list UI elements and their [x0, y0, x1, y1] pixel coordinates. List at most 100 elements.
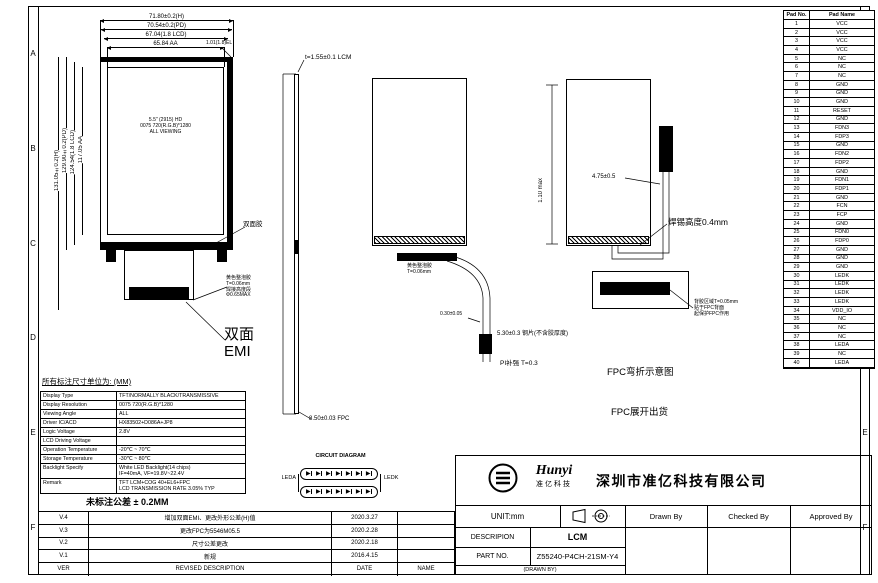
diode-icon: ▶ — [345, 471, 351, 478]
pin-row: 28 GND — [784, 254, 874, 264]
description-label: DESCRIPION — [470, 533, 515, 541]
max-thickness-label: 1.10 max — [538, 178, 544, 203]
adhesive-notes: 背胶区域T=0.05mm 贴于FPC背面 起保护FPC作用 — [694, 299, 774, 317]
revision-row: V.3 更改FPC为5546M05.5 2020.2.28 — [39, 524, 454, 538]
dim-ext-line — [107, 47, 108, 67]
pin-number: 4 — [784, 46, 810, 54]
pin-row: 17 FDP2 — [784, 159, 874, 168]
pin-number: 37 — [784, 332, 810, 341]
front-view-bottom-strip — [100, 242, 233, 250]
foam-note-line: 焊接高度段 — [226, 286, 252, 293]
pin-row: 8 GND — [784, 80, 874, 90]
spec-row: Operation Temperature -20℃ ~ 70℃ — [41, 446, 245, 455]
adhesive-note-line: 贴于FPC背面 — [694, 304, 725, 311]
title-block-line — [707, 505, 708, 575]
center-foam-bar — [397, 253, 457, 261]
pin-name: NC — [838, 64, 846, 71]
unit-cell: UNIT:mm — [490, 511, 525, 521]
pin-number: 18 — [784, 167, 810, 176]
zone-letter: A — [30, 48, 36, 58]
diode-icon: ▶ — [315, 471, 321, 478]
center-foam-note-line: T=0.06mm — [407, 268, 432, 275]
pin-number: 17 — [784, 159, 810, 167]
tape-label: 双面胶 — [243, 221, 263, 228]
pin-number: 40 — [784, 358, 810, 367]
title-block-line — [455, 547, 625, 548]
pin-number: 35 — [784, 315, 810, 324]
front-view-el-bar — [227, 62, 233, 243]
pin-number: 19 — [784, 176, 810, 185]
pin-name: LEDK — [834, 290, 850, 297]
spec-label: LCD Driving Voltage — [41, 437, 117, 445]
revision-description: 更改FPC为5546M05.5 — [89, 524, 332, 537]
pin-row: 39 NC — [784, 350, 874, 359]
zone-letter: C — [30, 238, 36, 248]
title-block-line — [455, 565, 625, 566]
pin-name: VCC — [836, 38, 848, 45]
revision-version: V.4 — [39, 512, 89, 524]
spec-row: Display Type TFT/NORMALLY BLACK/TRANSMIS… — [41, 392, 245, 401]
pin-row: 24 GND — [784, 219, 874, 229]
pin-number: 16 — [784, 150, 810, 158]
pin-number: 26 — [784, 237, 810, 245]
revision-description: REVISED DESCRIPTION — [89, 563, 332, 576]
spec-label: Backlight Specify — [41, 464, 117, 478]
pin-row: 30 LEDK — [784, 271, 874, 281]
company-logo-text: Hunyi — [535, 463, 573, 478]
pin-row: 22 FCN — [784, 202, 874, 212]
pin-number: 2 — [784, 28, 810, 37]
pin-name: GND — [836, 220, 848, 227]
pin-number: 32 — [784, 289, 810, 297]
pin-row: 36 NC — [784, 324, 874, 333]
caption-fpc-bend: FPC弯折示意图 — [607, 367, 674, 378]
company-logo-subtext: 准亿科技 — [536, 481, 572, 488]
led-string-row1: ▶▶▶▶▶▶▶ — [300, 468, 378, 480]
pin-name: FDN3 — [834, 125, 850, 132]
pin-number: 11 — [784, 106, 810, 115]
title-block-line — [560, 505, 561, 527]
side-view-solder — [294, 240, 299, 254]
revision-version: V.1 — [39, 550, 89, 562]
thickness-label: t=1.55±0.1 LCM — [305, 54, 352, 61]
pin-number: 21 — [784, 193, 810, 202]
spec-row: Display Resolution 0075 720(R.G.B)*1280 — [41, 401, 245, 410]
pin-row: 9 GND — [784, 89, 874, 99]
checked-by-signature — [707, 527, 790, 575]
pin-row: 25 FDN0 — [784, 228, 874, 238]
revision-date: 2020.3.27 — [332, 512, 398, 524]
active-area-outline — [107, 67, 224, 235]
diode-icon: ▶ — [325, 471, 331, 478]
pin-col-name: Pad Name — [828, 12, 856, 18]
pin-name: FDN2 — [834, 151, 850, 158]
diode-icon: ▶ — [345, 489, 351, 496]
pin-name: NC — [838, 72, 846, 79]
pin-number: 3 — [784, 37, 810, 46]
revision-description: 增加双面EMI、更改外形公差(H)值 — [89, 512, 332, 524]
pin-row: 2 VCC — [784, 28, 874, 38]
spec-value: ALL — [119, 411, 129, 417]
zone-letter: E — [862, 428, 868, 438]
pin-row: 23 FCP — [784, 211, 874, 220]
title-block-line — [455, 505, 872, 506]
pin-row: 31 LEDK — [784, 280, 874, 290]
pi-stiffener-note: PI补强 T=0.3 — [500, 360, 538, 367]
pin-number: 14 — [784, 132, 810, 141]
spec-row: Logic Voltage 2.8V — [41, 428, 245, 437]
center-view-hatch — [374, 236, 465, 244]
spec-value: TFT/NORMALLY BLACK/TRANSMISSIVE — [119, 393, 219, 399]
diode-icon: ▶ — [306, 489, 311, 496]
spec-label: Display Resolution — [41, 401, 117, 409]
dim-ext-line — [223, 47, 225, 67]
pin-row: 12 GND — [784, 115, 874, 125]
spec-row: Remark TFT LCM+COG 40+EL6+FPC LCD TRANSM… — [41, 479, 245, 493]
spec-label: Storage Temperature — [41, 455, 117, 463]
pin-row: 3 VCC — [784, 37, 874, 47]
pin-row: 7 NC — [784, 72, 874, 81]
pin-number: 31 — [784, 280, 810, 289]
revision-description: 尺寸公差更改 — [89, 537, 332, 550]
pin-name: LEDK — [834, 298, 850, 305]
pin-number: 22 — [784, 202, 810, 211]
center-fpc-pad — [479, 334, 492, 354]
pin-row: 4 VCC — [784, 46, 874, 55]
drawn-by-header: Drawn By — [649, 511, 683, 521]
